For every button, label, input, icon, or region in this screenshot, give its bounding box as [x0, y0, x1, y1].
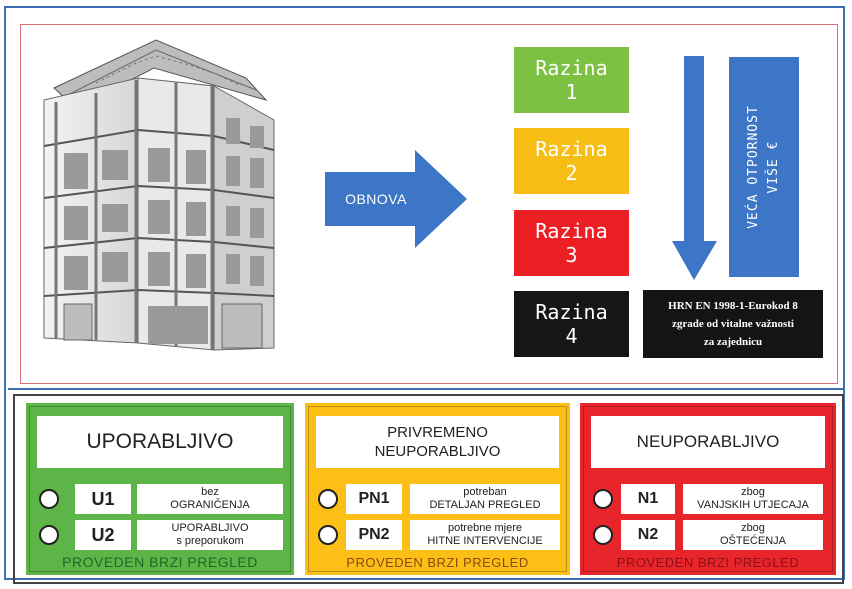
- card-unusable-row-n1: N1 zbog VANJSKIH UTJECAJA: [583, 484, 833, 514]
- section-divider: [8, 388, 844, 390]
- renovation-label: OBNOVA: [345, 191, 407, 207]
- resistance-line-1: VEĆA OTPORNOST: [746, 105, 762, 229]
- card-usable-footer: PROVEDEN BRZI PREGLED: [62, 554, 258, 570]
- card-usable-row-u2: U2 UPORABLJIVO s preporukom: [29, 520, 291, 550]
- level-1-box: Razina 1: [514, 47, 629, 113]
- code-n1: N1: [621, 484, 675, 514]
- desc-n1: zbog VANJSKIH UTJECAJA: [683, 484, 823, 514]
- card-usable-row-u1: U1 bez OGRANIČENJA: [29, 484, 291, 514]
- card-temporarily-unusable-title-line-2: NEUPORABLJIVO: [374, 443, 501, 460]
- code-pn1: PN1: [346, 484, 402, 514]
- desc-n1-line-1: zbog: [741, 486, 765, 498]
- radio-u2[interactable]: [39, 525, 59, 545]
- radio-n1[interactable]: [593, 489, 613, 509]
- outer-frame: [4, 6, 845, 580]
- resistance-box: [729, 57, 799, 277]
- card-unusable: NEUPORABLJIVO N1 zbog VANJSKIH UTJECAJA …: [580, 403, 836, 575]
- card-temporarily-unusable-row-pn1: PN1 potreban DETALJAN PREGLED: [308, 484, 567, 514]
- card-temporarily-unusable: PRIVREMENO NEUPORABLJIVO PN1 potreban DE…: [305, 403, 570, 575]
- level-4-label: Razina: [535, 300, 608, 324]
- code-n2: N2: [621, 520, 675, 550]
- card-temporarily-unusable-title-line-1: PRIVREMENO: [387, 424, 488, 441]
- standard-line-3: za zajednicu: [703, 336, 763, 348]
- desc-pn2-line-1: potrebne mjere: [448, 522, 522, 534]
- desc-n2-line-1: zbog: [741, 522, 765, 534]
- level-2-label: Razina: [535, 137, 608, 161]
- level-2-number: 2: [565, 161, 578, 185]
- card-usable-title: UPORABLJIVO: [37, 416, 283, 468]
- desc-n1-line-2: VANJSKIH UTJECAJA: [697, 499, 809, 511]
- card-unusable-title: NEUPORABLJIVO: [591, 416, 825, 468]
- radio-pn1[interactable]: [318, 489, 338, 509]
- desc-pn2-line-2: HITNE INTERVENCIJE: [427, 535, 543, 547]
- card-usable-title-line-1: UPORABLJIVO: [86, 430, 234, 453]
- card-unusable-footer: PROVEDEN BRZI PREGLED: [616, 555, 800, 570]
- level-1-label: Razina: [535, 56, 608, 80]
- desc-pn1-line-2: DETALJAN PREGLED: [429, 499, 541, 511]
- building-cutaway-illustration: [43, 39, 275, 351]
- desc-u2: UPORABLJIVO s preporukom: [137, 520, 283, 550]
- eurocode-standard-box: HRN EN 1998-1-Eurokod 8 zgrade od vitaln…: [643, 290, 823, 358]
- radio-n2[interactable]: [593, 525, 613, 545]
- card-unusable-title-line-1: NEUPORABLJIVO: [636, 432, 780, 451]
- level-1-number: 1: [565, 80, 578, 104]
- desc-u1: bez OGRANIČENJA: [137, 484, 283, 514]
- desc-u1-line-2: OGRANIČENJA: [170, 499, 250, 511]
- desc-n2-line-2: OŠTEĆENJA: [719, 535, 786, 547]
- card-temporarily-unusable-row-pn2: PN2 potrebne mjere HITNE INTERVENCIJE: [308, 520, 567, 550]
- standard-line-2: zgrade od vitalne važnosti: [672, 318, 794, 330]
- usability-panel: [13, 394, 844, 584]
- desc-n2: zbog OŠTEĆENJA: [683, 520, 823, 550]
- level-2-box: Razina 2: [514, 128, 629, 194]
- level-3-box: Razina 3: [514, 210, 629, 276]
- level-4-number: 4: [565, 324, 578, 348]
- desc-pn1-line-1: potreban: [463, 486, 507, 498]
- radio-u1[interactable]: [39, 489, 59, 509]
- code-u2: U2: [75, 520, 131, 550]
- card-temporarily-unusable-title: PRIVREMENO NEUPORABLJIVO: [316, 416, 559, 468]
- level-3-number: 3: [565, 243, 578, 267]
- resistance-text: VEĆA OTPORNOST VIŠE €: [729, 57, 799, 277]
- card-usable: UPORABLJIVO U1 bez OGRANIČENJA U2 UPORAB…: [26, 403, 294, 575]
- down-arrow: [672, 56, 717, 280]
- desc-pn2: potrebne mjere HITNE INTERVENCIJE: [410, 520, 560, 550]
- card-temporarily-unusable-footer: PROVEDEN BRZI PREGLED: [346, 555, 529, 570]
- card-unusable-row-n2: N2 zbog OŠTEĆENJA: [583, 520, 833, 550]
- renovation-panel: [20, 24, 838, 384]
- desc-pn1: potreban DETALJAN PREGLED: [410, 484, 560, 514]
- desc-u2-line-2: s preporukom: [176, 535, 244, 547]
- level-4-box: Razina 4: [514, 291, 629, 357]
- desc-u2-line-1: UPORABLJIVO: [171, 522, 249, 534]
- standard-line-1: HRN EN 1998-1-Eurokod 8: [668, 300, 798, 312]
- radio-pn2[interactable]: [318, 525, 338, 545]
- renovation-arrow: [325, 150, 467, 248]
- desc-u1-line-1: bez: [201, 486, 219, 498]
- level-3-label: Razina: [535, 219, 608, 243]
- code-pn2: PN2: [346, 520, 402, 550]
- code-u1: U1: [75, 484, 131, 514]
- resistance-line-2: VIŠE €: [766, 140, 782, 194]
